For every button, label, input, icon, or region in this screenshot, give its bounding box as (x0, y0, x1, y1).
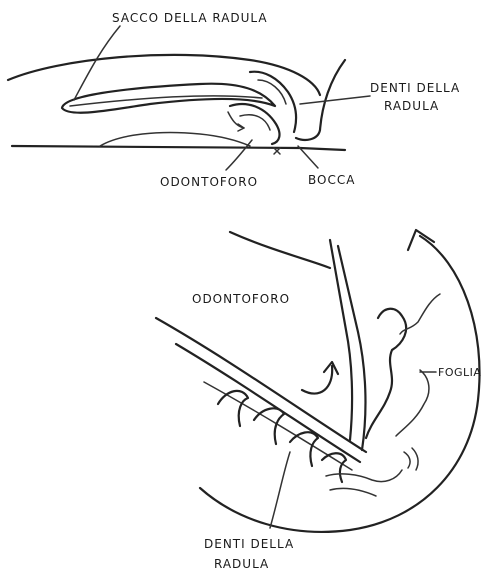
label-denti-1: DENTI DELLA (370, 81, 460, 95)
radula-sac (62, 84, 275, 113)
label-denti-zoom-1: DENTI DELLA (204, 537, 294, 551)
label-sacco: SACCO DELLA RADULA (112, 11, 268, 25)
leader-odontoforo (226, 140, 252, 170)
mouth-floor (100, 133, 250, 147)
tooth-4 (322, 453, 346, 482)
rotation-arrowhead (408, 230, 434, 250)
leader-denti-zoom (270, 452, 290, 528)
leader-denti (300, 96, 370, 104)
scrape-marks (404, 448, 418, 470)
zoom-arrow (302, 366, 332, 394)
leaf-edge (366, 309, 406, 438)
leaf-fragment-1 (326, 470, 402, 482)
label-denti-zoom-2: RADULA (214, 557, 269, 571)
label-odontoforo: ODONTOFORO (160, 175, 258, 189)
leaf-tip (396, 370, 429, 436)
tooth-1 (218, 391, 248, 426)
zoom-arrowhead (324, 362, 338, 374)
label-denti-2: RADULA (384, 99, 439, 113)
stalk-2 (330, 240, 352, 440)
label-bocca: BOCCA (308, 173, 355, 187)
body-outline (8, 55, 320, 95)
zoom-view: ODONTOFORO FOGLIA DENTI DELLA RADULA (156, 230, 481, 571)
top-view: SACCO DELLA RADULA DENTI DELLA RADULA OD… (8, 11, 460, 189)
label-odontoforo-zoom: ODONTOFORO (192, 292, 290, 306)
tooth-3 (290, 432, 318, 466)
stalk-1 (230, 232, 330, 268)
label-foglia: FOGLIA (438, 366, 481, 379)
ground-line (12, 146, 345, 150)
leaf-fragment-2 (330, 488, 376, 496)
odontophore-bar-1 (156, 318, 366, 452)
leader-sacco (74, 26, 120, 100)
